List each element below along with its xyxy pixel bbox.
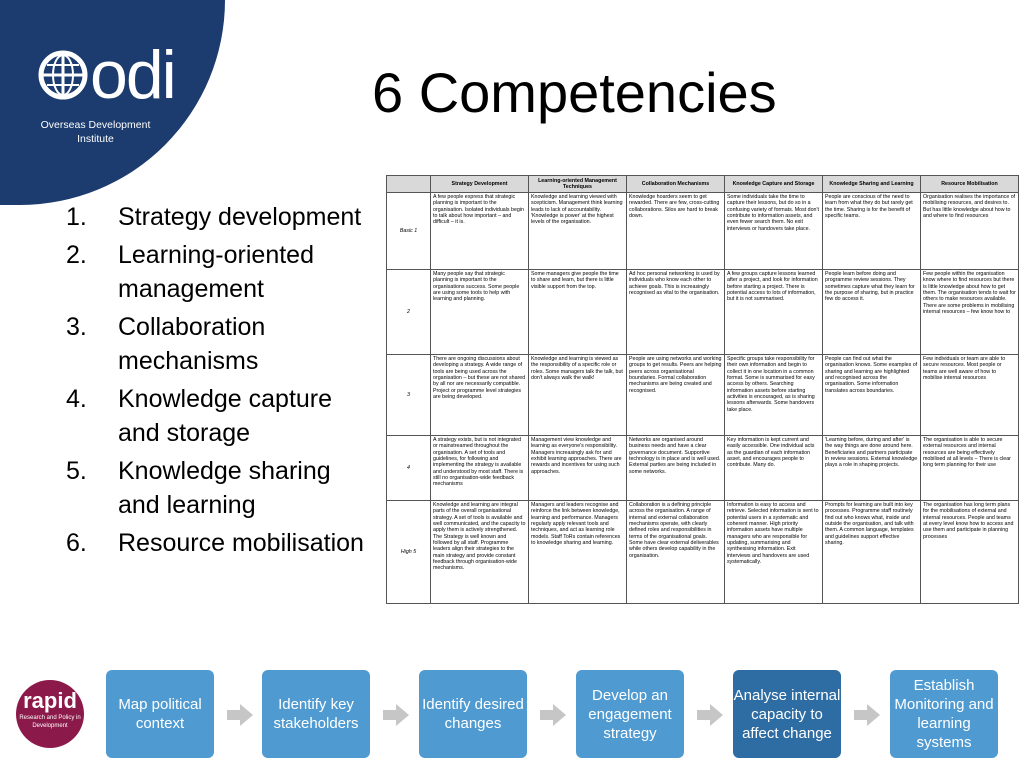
table-header-cell	[386, 175, 431, 193]
list-item: 5. Knowledge sharing and learning	[66, 454, 366, 522]
table-header-row: Strategy Development Learning-oriented M…	[386, 175, 1019, 193]
list-item-number: 4.	[66, 385, 87, 413]
page-title: 6 Competencies	[372, 61, 777, 124]
step-analyse-internal-capacity: Analyse internal capacity to affect chan…	[733, 670, 841, 758]
level-cell: High 5	[386, 500, 431, 604]
list-item: 2. Learning-oriented management	[66, 238, 366, 306]
table-cell: Networks are organised around business n…	[626, 435, 725, 501]
competency-list: 1. Strategy development 2. Learning-orient…	[66, 200, 366, 564]
table-row: Basic 1 A few people express that strate…	[386, 192, 1019, 270]
table-cell: Knowledge and learning are integral part…	[430, 500, 529, 604]
list-item: 4. Knowledge capture and storage	[66, 382, 366, 450]
arrow-right-icon	[854, 704, 880, 726]
list-item-number: 2.	[66, 241, 87, 269]
arrow-right-icon	[540, 704, 566, 726]
table-cell: People are using networks and working gr…	[626, 354, 725, 436]
step-map-political-context: Map political context	[106, 670, 214, 758]
table-row: 3 There are ongoing discussions about de…	[386, 354, 1019, 436]
table-row: 4 A strategy exists, but is not integrat…	[386, 435, 1019, 501]
rapid-subtitle: Research and Policy in Development	[19, 715, 81, 729]
list-item-label: Knowledge sharing and learning	[118, 457, 331, 519]
list-item-number: 1.	[66, 203, 87, 231]
list-item: 6. Resource mobilisation	[66, 526, 366, 560]
table-cell: There are ongoing discussions about deve…	[430, 354, 529, 436]
table-cell: Managers and leaders recognise and reinf…	[528, 500, 627, 604]
list-item-label: Learning-oriented management	[118, 241, 314, 303]
table-cell: Information is easy to access and retrie…	[724, 500, 823, 604]
table-cell: People learn before doing and programme …	[822, 269, 921, 355]
list-item: 1. Strategy development	[66, 200, 366, 234]
table-header-cell: Collaboration Mechanisms	[626, 175, 725, 193]
table-cell: The organisation is able to secure exter…	[920, 435, 1019, 501]
arrow-right-icon	[227, 704, 253, 726]
table-cell: A strategy exists, but is not integrated…	[430, 435, 529, 501]
table-cell: Knowledge and learning is viewed as the …	[528, 354, 627, 436]
table-header-cell: Resource Mobilisation	[920, 175, 1019, 193]
rapid-wordmark: rapid	[23, 688, 77, 713]
table-cell: A few groups capture lessons learned aft…	[724, 269, 823, 355]
table-cell: Many people say that strategic planning …	[430, 269, 529, 355]
list-item-label: Resource mobilisation	[118, 529, 364, 557]
list-item-number: 3.	[66, 313, 87, 341]
table-cell: Management view knowledge and learning a…	[528, 435, 627, 501]
list-item-label: Knowledge capture and storage	[118, 385, 333, 447]
table-header-cell: Knowledge Capture and Storage	[724, 175, 823, 193]
table-cell: Few people within the organisation know …	[920, 269, 1019, 355]
table-cell: The organisation has long term plans for…	[920, 500, 1019, 604]
table-header-cell: Learning-oriented Management Techniques	[528, 175, 627, 193]
level-cell: Basic 1	[386, 192, 431, 270]
table-row: High 5 Knowledge and learning are integr…	[386, 500, 1019, 604]
list-item-number: 6.	[66, 529, 87, 557]
table-cell: Knowledge hoarders seem to get rewarded.…	[626, 192, 725, 270]
level-cell: 3	[386, 354, 431, 436]
table-header-cell: Strategy Development	[430, 175, 529, 193]
table-cell: Key information is kept current and easi…	[724, 435, 823, 501]
step-identify-desired-changes: Identify desired changes	[419, 670, 527, 758]
odi-wordmark: odi	[90, 37, 177, 113]
arrow-right-icon	[697, 704, 723, 726]
competency-matrix: Strategy Development Learning-oriented M…	[386, 175, 1019, 604]
table-cell: Collaboration is a defining principle ac…	[626, 500, 725, 604]
table-cell: Few individuals or team are able to secu…	[920, 354, 1019, 436]
list-item-label: Strategy development	[118, 203, 362, 231]
step-identify-key-stakeholders: Identify key stakeholders	[262, 670, 370, 758]
table-cell: People are conscious of the need to lear…	[822, 192, 921, 270]
step-establish-monitoring: Establish Monitoring and learning system…	[890, 670, 998, 758]
table-cell: 'Learning before, during and after' is t…	[822, 435, 921, 501]
table-cell: Some individuals take the time to captur…	[724, 192, 823, 270]
table-cell: A few people express that strategic plan…	[430, 192, 529, 270]
table-cell: People can find out what the organisatio…	[822, 354, 921, 436]
table-cell: Prompts for learning are built into key …	[822, 500, 921, 604]
table-cell: Knowledge and learning viewed with scept…	[528, 192, 627, 270]
rapid-logo: rapid Research and Policy in Development	[16, 680, 84, 748]
odi-subtitle: Overseas Development Institute	[40, 119, 151, 146]
arrow-right-icon	[383, 704, 409, 726]
table-cell: Specific groups take responsibility for …	[724, 354, 823, 436]
level-cell: 4	[386, 435, 431, 501]
list-item-number: 5.	[66, 457, 87, 485]
list-item-label: Collaboration mechanisms	[118, 313, 266, 375]
globe-icon	[38, 50, 88, 100]
table-cell: Some managers give people the time to sh…	[528, 269, 627, 355]
table-cell: Ad hoc personal networking is used by in…	[626, 269, 725, 355]
level-cell: 2	[386, 269, 431, 355]
table-header-cell: Knowledge Sharing and Learning	[822, 175, 921, 193]
step-develop-engagement-strategy: Develop an engagement strategy	[576, 670, 684, 758]
odi-logo: odi Overseas Development Institute	[38, 40, 193, 146]
list-item: 3. Collaboration mechanisms	[66, 310, 366, 378]
table-cell: Organisation realises the importance of …	[920, 192, 1019, 270]
table-row: 2 Many people say that strategic plannin…	[386, 269, 1019, 355]
